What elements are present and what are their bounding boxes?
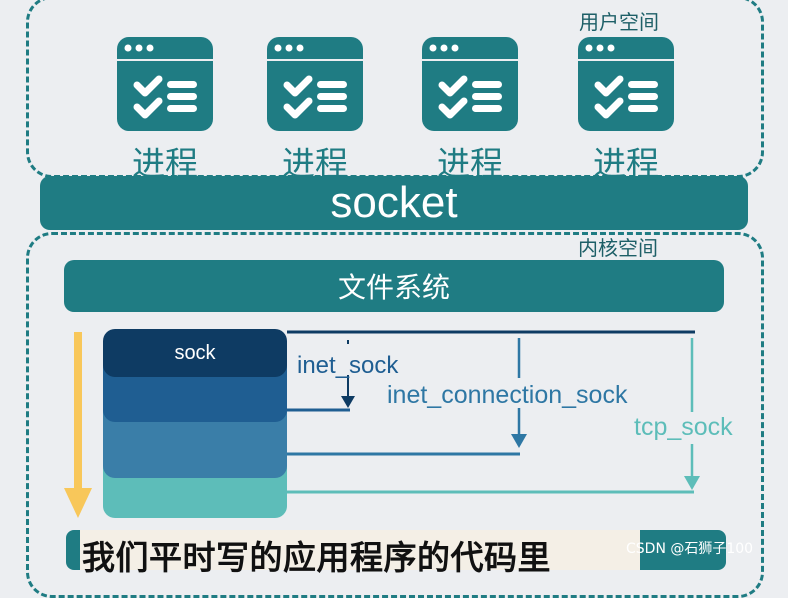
process-4: 进程 <box>578 37 674 185</box>
sock-label: sock <box>174 341 216 364</box>
inheritance-lines <box>287 330 700 494</box>
kernel-space-label: 内核空间 <box>578 236 658 260</box>
app-window-icon <box>422 37 518 131</box>
inet-sock-tag: inet_sock <box>297 352 399 379</box>
caption-backdrop <box>80 530 640 570</box>
process-1: 进程 <box>117 37 213 185</box>
filesystem-bar: 文件系统 <box>64 260 724 312</box>
process-3: 进程 <box>422 37 518 185</box>
sock-layer: sock <box>103 329 287 377</box>
filesystem-label: 文件系统 <box>337 271 450 304</box>
tcp-sock-tag: tcp_sock <box>634 413 733 441</box>
app-window-icon <box>117 37 213 131</box>
app-window-icon <box>267 37 363 131</box>
flow-down-arrow <box>64 332 92 518</box>
socket-bar: socket <box>40 176 748 230</box>
socket-label: socket <box>330 178 458 227</box>
watermark: CSDN @石狮子100 <box>626 541 754 557</box>
subtitle-caption: 我们平时写的应用程序的代码里 <box>82 538 551 577</box>
user-space-label: 用户空间 <box>579 10 659 34</box>
app-window-icon <box>578 37 674 131</box>
inet-connection-sock-tag: inet_connection_sock <box>387 381 628 409</box>
